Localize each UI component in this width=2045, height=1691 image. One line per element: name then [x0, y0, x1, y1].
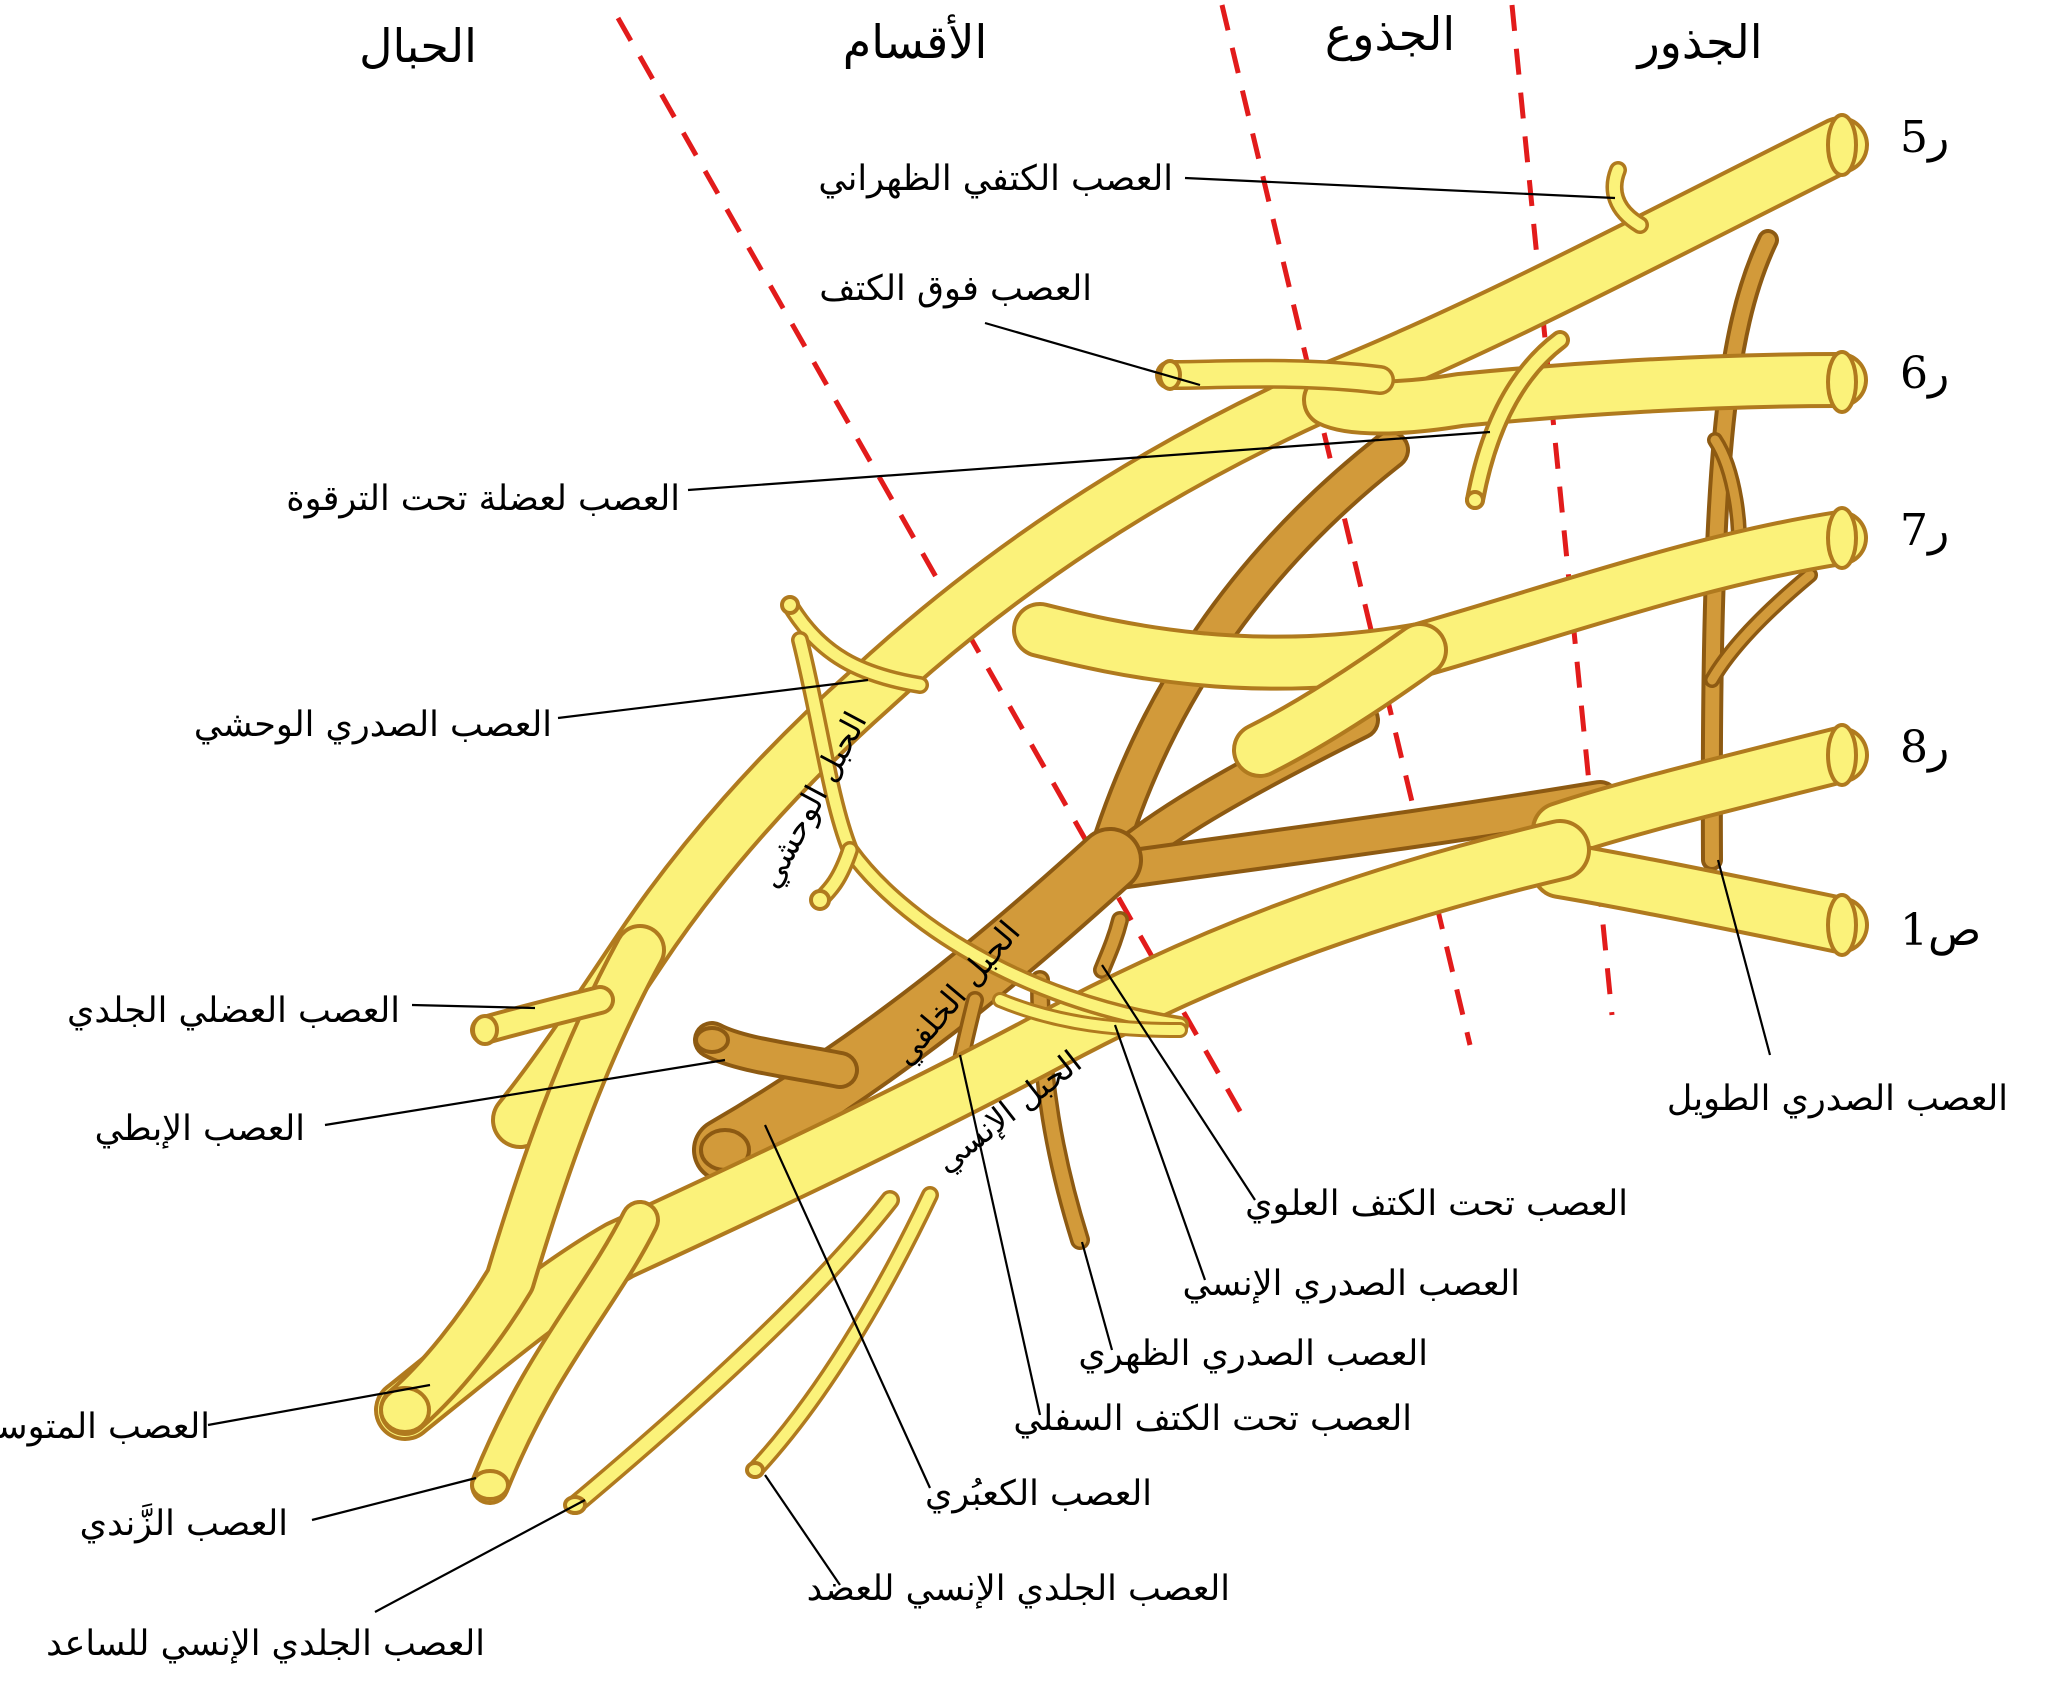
header-trunks: الجذوع	[1325, 7, 1455, 62]
root-labels: ر5 ر6 ر7 ر8 ص1	[1900, 112, 1981, 956]
label-suprascapular: العصب فوق الكتف	[819, 269, 1092, 309]
label-median: العصب المتوسط	[0, 1407, 210, 1447]
root-label-c8: ر8	[1900, 722, 1949, 773]
root-label-c6: ر6	[1900, 348, 1949, 399]
label-ulnar: العصب الزَّندي	[80, 1503, 288, 1544]
root-label-c5: ر5	[1900, 112, 1949, 163]
label-axillary: العصب الإبطي	[95, 1109, 305, 1149]
label-lower-subscapular: العصب تحت الكتف السفلي	[1013, 1399, 1412, 1439]
label-medial-pectoral: العصب الصدري الإنسي	[1183, 1264, 1520, 1304]
label-thoracodorsal: العصب الصدري الظهري	[1078, 1334, 1428, 1374]
label-lateral-pectoral: العصب الصدري الوحشي	[194, 705, 552, 745]
divider-cords-divisions	[615, 16, 1248, 1122]
label-medial-cutaneous-forearm: العصب الجلدي الإنسي للساعد	[46, 1624, 485, 1664]
yellow-nerves-group	[374, 113, 1869, 1515]
label-musculocutaneous: العصب العضلي الجلدي	[67, 991, 400, 1031]
section-headers: الحبال الأقسام الجذوع الجذور	[359, 7, 1762, 73]
header-roots: الجذور	[1635, 15, 1762, 70]
leader-lines	[207, 176, 1772, 1613]
label-medial-cutaneous-arm: العصب الجلدي الإنسي للعضد	[807, 1569, 1230, 1609]
label-long-thoracic: العصب الصدري الطويل	[1667, 1079, 2008, 1119]
label-subclavius: العصب لعضلة تحت الترقوة	[286, 479, 680, 519]
root-label-c7: ر7	[1900, 505, 1949, 556]
nerve-labels: العصب الكتفي الظهراني العصب فوق الكتف ال…	[0, 159, 2008, 1664]
header-cords: الحبال	[359, 19, 477, 73]
label-dorsal-scapular: العصب الكتفي الظهراني	[818, 159, 1173, 199]
label-radial: العصب الكعبُري	[925, 1474, 1152, 1514]
label-upper-subscapular: العصب تحت الكتف العلوي	[1245, 1184, 1628, 1224]
header-divisions: الأقسام	[843, 14, 988, 70]
root-label-t1: ص1	[1900, 905, 1981, 956]
